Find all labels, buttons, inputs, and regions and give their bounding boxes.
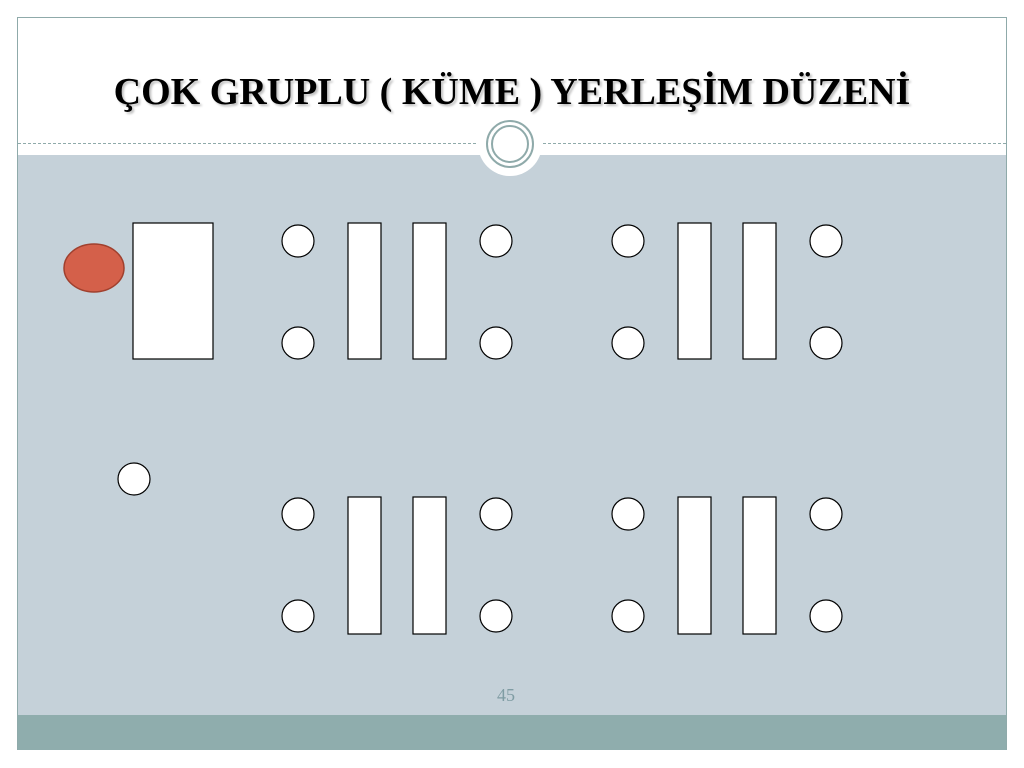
group-seat xyxy=(611,224,645,258)
extra-seat xyxy=(117,462,151,496)
group-seat xyxy=(611,599,645,633)
group-seat xyxy=(281,224,315,258)
group-seat xyxy=(809,599,843,633)
group-desk xyxy=(347,496,382,635)
group-seat xyxy=(611,497,645,531)
group-bottom-left xyxy=(281,496,513,635)
group-seat xyxy=(281,599,315,633)
group-desk xyxy=(412,222,447,360)
footer-bar xyxy=(18,715,1006,750)
group-top-right xyxy=(611,222,843,360)
group-seat xyxy=(479,326,513,360)
group-desk xyxy=(677,496,712,635)
group-seat xyxy=(809,224,843,258)
teacher-desk xyxy=(132,222,214,360)
group-bottom-right xyxy=(611,496,843,635)
group-seat xyxy=(281,326,315,360)
group-top-left xyxy=(281,222,513,360)
group-seat xyxy=(809,497,843,531)
group-seat xyxy=(611,326,645,360)
group-desk xyxy=(347,222,382,360)
page-number: 45 xyxy=(497,685,515,705)
group-seat xyxy=(479,599,513,633)
group-seat xyxy=(809,326,843,360)
group-seat xyxy=(281,497,315,531)
group-seat xyxy=(479,224,513,258)
group-seat xyxy=(479,497,513,531)
slide-title: ÇOK GRUPLU ( KÜME ) YERLEŞİM DÜZENİ xyxy=(113,71,911,113)
group-desk xyxy=(742,222,777,360)
group-desk xyxy=(742,496,777,635)
divider-ornament-inner-ring xyxy=(491,125,529,163)
teacher-marker xyxy=(63,243,125,293)
group-desk xyxy=(412,496,447,635)
group-desk xyxy=(677,222,712,360)
